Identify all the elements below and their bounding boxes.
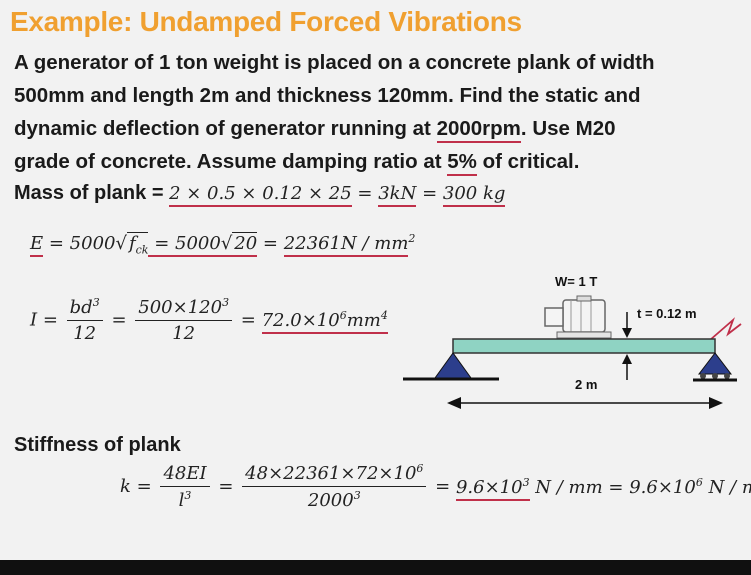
equals: = xyxy=(435,476,456,497)
modulus-expr: = 5000 xyxy=(148,233,221,254)
modulus-value: 22361N / mm xyxy=(283,233,409,257)
length-dimension-arrow xyxy=(447,397,723,409)
inertia-unit-exp: 4 xyxy=(380,309,388,322)
length-label: 2 m xyxy=(575,377,597,392)
mass-weight: 3kN xyxy=(378,183,417,207)
problem-line-3: dynamic deflection of generator running … xyxy=(14,112,742,145)
problem-line-1: A generator of 1 ton weight is placed on… xyxy=(14,51,655,74)
stiffness-exp-2: 6 xyxy=(695,475,703,489)
inertia-fraction-2: 500×1203 12 xyxy=(135,296,233,344)
den-12: 12 xyxy=(172,323,196,344)
mass-value: 300 kg xyxy=(442,183,506,207)
mass-term: 2 × 0.5 × 0.12 × xyxy=(169,183,329,207)
beam-diagram: W= 1 T t = 0.12 m xyxy=(403,274,742,409)
equals: = xyxy=(257,233,284,254)
equals: = xyxy=(240,309,262,331)
generator-icon xyxy=(544,295,612,339)
problem-statement: A generator of 1 ton weight is placed on… xyxy=(14,46,742,178)
modulus-symbol: E xyxy=(30,233,44,257)
inertia-exp: 6 xyxy=(339,309,347,322)
slide-title: Example: Undamped Forced Vibrations xyxy=(10,6,522,37)
mass-equation: Mass of plank = 2 × 0.5 × 0.12 × 25 = 3k… xyxy=(14,182,506,207)
inertia-fraction-1: bd3 12 xyxy=(66,296,103,344)
fck-symbol: f xyxy=(128,233,136,254)
fck-subscript: ck xyxy=(135,243,149,257)
num-values-exp: 6 xyxy=(416,462,424,475)
mass-label: Mass of plank = xyxy=(14,182,170,204)
speed-value: 2000rpm xyxy=(436,117,521,143)
left-support-icon xyxy=(403,352,499,381)
stiffness-exp: 3 xyxy=(522,475,530,489)
problem-line-2: 500mm and length 2m and thickness 120mm.… xyxy=(14,84,641,107)
weight-label: W= 1 T xyxy=(555,274,597,289)
inertia-unit: mm xyxy=(346,310,381,331)
arrow-head xyxy=(622,354,632,364)
sqrt-value: 20 xyxy=(232,232,258,254)
thickness-label: t = 0.12 m xyxy=(637,306,697,321)
num-values: 500×120 xyxy=(138,297,223,318)
problem-text: . Use M20 xyxy=(520,117,616,140)
num-bd-exp: 3 xyxy=(92,296,100,309)
modulus-equation: E = 5000√fck = 5000√20 = 22361N / mm2 xyxy=(30,232,416,257)
den-2000: 2000 xyxy=(307,490,354,511)
unit-weight: 25 xyxy=(328,183,352,207)
stiffness-symbol: k = xyxy=(120,476,152,497)
concrete-plank xyxy=(452,338,716,354)
stiffness-unit: N / mm = 9.6×10 xyxy=(529,476,696,498)
problem-text: grade of concrete. Assume damping ratio … xyxy=(14,150,448,173)
bottom-bar xyxy=(0,560,751,575)
equals: = xyxy=(351,183,379,204)
stiffness-value: 9.6×10 xyxy=(455,476,523,498)
den-12: 12 xyxy=(73,323,97,344)
inertia-value: 72.0×10 xyxy=(261,310,340,331)
problem-text: dynamic deflection of generator running … xyxy=(14,117,437,140)
stiffness-fraction-2: 48×22361×72×106 20003 xyxy=(242,462,427,511)
stiffness-label: Stiffness of plank xyxy=(14,434,181,456)
modulus-expr: = 5000 xyxy=(43,233,116,254)
den-l: l xyxy=(178,489,185,511)
right-support-icon xyxy=(693,352,737,382)
inertia-symbol: I = xyxy=(30,309,58,331)
num-bd: bd xyxy=(69,297,93,318)
stiffness-unit-2: N / m xyxy=(708,476,751,498)
num-values-exp: 3 xyxy=(222,296,230,309)
equals: = xyxy=(218,476,234,497)
problem-text: of critical. xyxy=(476,150,580,173)
modulus-exp: 2 xyxy=(408,232,416,245)
arrow-head xyxy=(622,328,632,338)
problem-line-4: grade of concrete. Assume damping ratio … xyxy=(14,145,742,178)
den-2000-exp: 3 xyxy=(353,489,361,502)
equals: = xyxy=(416,183,443,204)
damping-value: 5% xyxy=(447,150,477,176)
equals: = xyxy=(111,309,127,331)
annotation-mark xyxy=(709,317,742,341)
num-values: 48×22361×72×10 xyxy=(245,463,417,484)
den-l-exp: 3 xyxy=(184,488,192,502)
num-48ei: 48EI xyxy=(160,463,210,487)
